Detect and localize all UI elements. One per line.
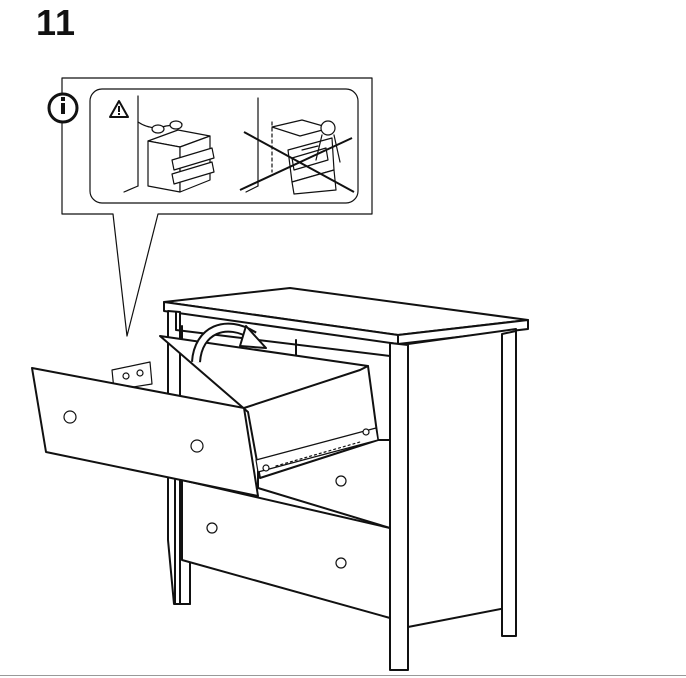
step-number: 11 <box>36 2 77 43</box>
chest-of-drawers <box>163 287 529 671</box>
drawer-knob <box>63 410 77 424</box>
callout-inner-panel <box>89 88 359 204</box>
anchored-chest-icon <box>123 95 215 193</box>
warning-triangle-icon <box>109 100 129 118</box>
info-icon <box>47 92 79 124</box>
page-divider <box>0 675 686 676</box>
drawer-knob <box>190 439 204 453</box>
drawer-top-front <box>31 367 259 497</box>
drawer-bottom <box>181 479 391 619</box>
wall-anchor-icon <box>151 124 165 134</box>
tipping-chest-prohibited-icon <box>239 97 355 195</box>
drawer-runner <box>255 427 379 473</box>
chest-side-panel <box>407 328 517 628</box>
curved-arrow-icon <box>191 322 267 363</box>
drawer-top-open[interactable] <box>31 335 379 497</box>
prohibited-cross-icon <box>239 137 353 191</box>
chest-front-leg-right <box>389 342 409 671</box>
callout-box <box>61 77 373 337</box>
